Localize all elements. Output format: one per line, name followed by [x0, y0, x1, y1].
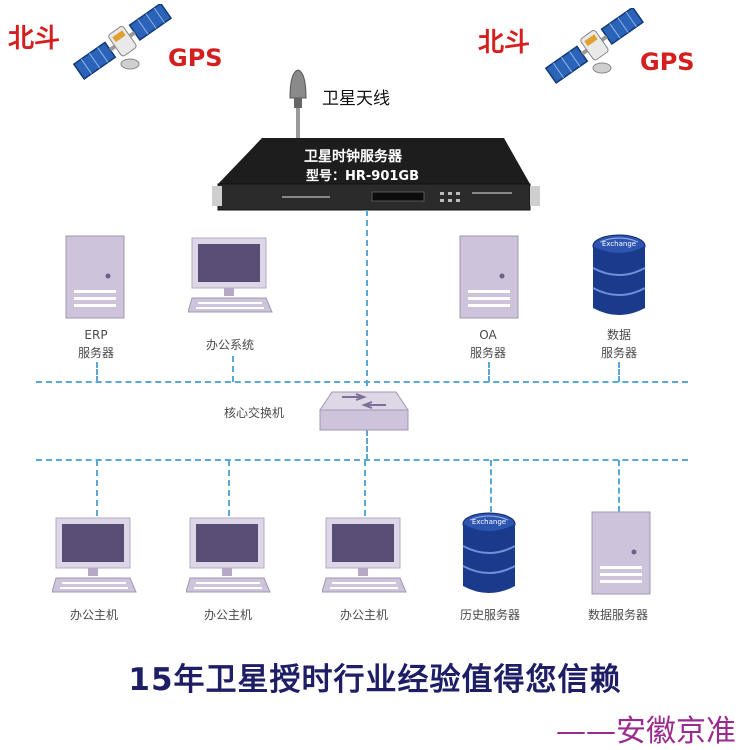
drop-erp	[96, 362, 98, 382]
beidou-label-right: 北斗	[478, 28, 531, 58]
exchange-badge-top: Exchange	[601, 240, 637, 248]
office-pc-label-3: 办公主机	[339, 608, 388, 622]
device-model: 型号：HR-901GB	[306, 169, 420, 184]
data-server-label-bottom: 数据服务器	[587, 608, 648, 622]
drop-data-server	[618, 362, 620, 382]
drop-pc-1	[96, 460, 98, 516]
office-pc-icon-1	[52, 517, 137, 593]
office-system-label: 办公系统	[205, 338, 254, 352]
satellite-icon-left	[72, 4, 173, 80]
drop-oa	[488, 362, 490, 382]
oa-server-icon	[459, 235, 519, 319]
drop-pc-2	[228, 460, 230, 516]
data-server-icon-bottom	[591, 511, 651, 595]
exchange-database-icon-top	[592, 234, 646, 315]
office-pc-icon-2	[186, 517, 271, 593]
erp-label-2: 服务器	[77, 346, 114, 360]
exchange-database-icon-bottom	[462, 512, 516, 593]
core-switch-icon	[319, 391, 409, 431]
erp-server-icon	[65, 235, 125, 319]
data-server-label-1: 数据	[606, 328, 631, 342]
office-pc-icon-3	[322, 517, 407, 593]
exchange-badge-bottom: Exchange	[471, 518, 507, 526]
trunk-line-top	[366, 210, 368, 386]
antenna-label: 卫星天线	[322, 89, 390, 109]
oa-label-1: OA	[479, 328, 497, 342]
drop-history	[490, 460, 492, 512]
history-server-label: 历史服务器	[459, 608, 520, 622]
top-lan-bus	[36, 381, 688, 383]
data-server-label-2: 服务器	[600, 346, 637, 360]
gps-label-right: GPS	[640, 48, 695, 76]
erp-label-1: ERP	[84, 328, 108, 342]
drop-data-bottom	[618, 460, 620, 512]
beidou-label-left: 北斗	[8, 24, 61, 54]
gps-label-left: GPS	[168, 44, 223, 72]
company-signature: ——安徽京准	[556, 714, 736, 749]
bottom-lan-bus	[36, 459, 688, 461]
office-pc-label-2: 办公主机	[203, 608, 252, 622]
device-name: 卫星时钟服务器	[304, 149, 402, 165]
oa-label-2: 服务器	[469, 346, 506, 360]
office-pc-label-1: 办公主机	[69, 608, 118, 622]
drop-pc-3	[364, 460, 366, 516]
headline-slogan: 15年卫星授时行业经验值得您信赖	[128, 662, 622, 698]
trunk-line-bottom	[366, 430, 368, 460]
drop-office-system	[232, 356, 234, 382]
satellite-clock-server	[212, 138, 540, 211]
satellite-icon-right	[544, 8, 645, 84]
core-switch-label: 核心交换机	[223, 406, 284, 420]
antenna-icon	[289, 69, 307, 144]
office-system-pc-icon	[188, 237, 273, 313]
